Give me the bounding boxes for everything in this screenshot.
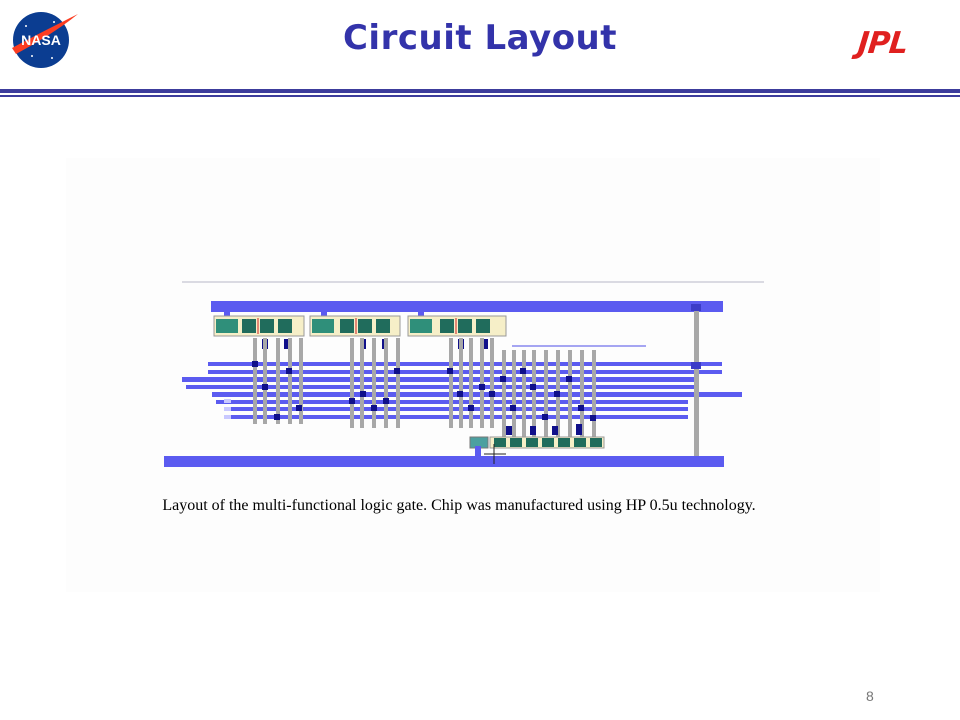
jpl-logo: JPL <box>856 26 910 61</box>
figure-caption: Layout of the multi-functional logic gat… <box>162 497 756 514</box>
poly-lines <box>253 306 699 462</box>
nasa-logo-swoosh <box>12 14 78 54</box>
nasa-logo: NASA <box>12 12 78 68</box>
header-divider <box>0 89 960 93</box>
page-number: 8 <box>866 688 874 704</box>
gate-cell-row <box>213 315 507 337</box>
circuit-layout-figure <box>164 281 764 467</box>
bottom-gate-cell <box>469 424 605 449</box>
crosshair-cursor-icon <box>484 444 506 464</box>
via-contacts <box>224 304 716 465</box>
nasa-logo-text: NASA <box>21 32 61 48</box>
page-title: Circuit Layout <box>342 18 618 58</box>
header-divider-thin <box>0 95 960 97</box>
top-power-rail <box>211 301 723 312</box>
bottom-ground-rail <box>164 456 724 467</box>
